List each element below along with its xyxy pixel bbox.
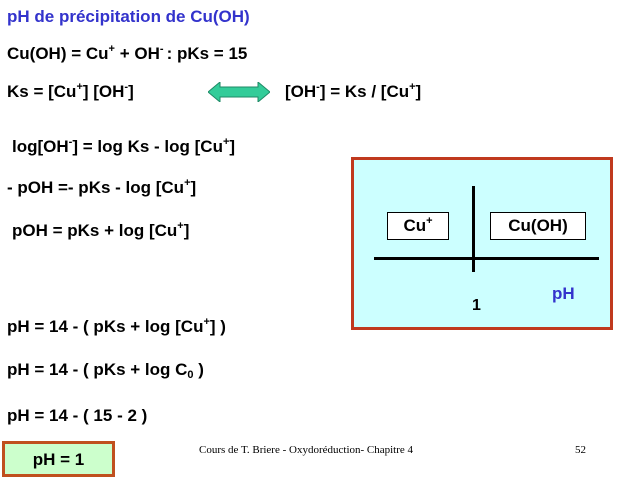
text: ] [OH — [82, 82, 125, 101]
slide-title: pH de précipitation de Cu(OH) — [7, 7, 250, 26]
ph-equation-2: pH = 14 - ( pKs + log C0 ) — [7, 360, 204, 381]
text: ] — [128, 82, 134, 101]
subscript: 0 — [187, 369, 194, 381]
text: log[OH — [12, 137, 69, 156]
ks-expression: Ks = [Cu+] [OH-] — [7, 82, 134, 102]
equilibrium-line: Cu(OH) = Cu+ + OH- : pKs = 15 — [7, 44, 247, 64]
text: Cu(OH) = Cu — [7, 44, 109, 63]
superscript: + — [108, 43, 115, 55]
ph-axis — [374, 257, 599, 260]
superscript: + — [203, 316, 210, 328]
log-equation: log[OH-] = log Ks - log [Cu+] — [12, 137, 235, 157]
text: ] — [229, 137, 236, 156]
text: ] — [415, 82, 422, 101]
page-number: 52 — [575, 444, 586, 456]
boundary-value: 1 — [472, 297, 481, 314]
superscript: + — [222, 136, 230, 148]
text: pOH = pKs + log [Cu — [12, 221, 178, 240]
result-box: pH = 1 — [2, 441, 115, 477]
predominance-diagram: Cu+ Cu(OH) 1 pH — [351, 157, 613, 330]
poh-equation: pOH = pKs + log [Cu+] — [12, 221, 189, 241]
superscript: + — [177, 220, 184, 232]
solid-species-box: Cu(OH) — [490, 212, 586, 240]
result-text: pH = 1 — [32, 450, 85, 469]
superscript: - — [316, 81, 320, 93]
oh-expression: [OH-] = Ks / [Cu+] — [285, 82, 421, 102]
text: Cu(OH) — [508, 216, 568, 235]
text: ] — [183, 221, 190, 240]
superscript: - — [124, 81, 129, 93]
footer-text: Cours de T. Briere - Oxydoréduction- Cha… — [199, 444, 414, 456]
ph-equation-1: pH = 14 - ( pKs + log [Cu+] ) — [7, 317, 226, 337]
text: ] — [190, 178, 197, 197]
text: Cu — [403, 216, 427, 235]
superscript: + — [184, 177, 191, 189]
text: [OH — [285, 82, 317, 101]
ion-species-box: Cu+ — [387, 212, 449, 240]
text: pH = 14 - ( pKs + log [Cu — [7, 317, 204, 336]
text: ] ) — [209, 317, 226, 336]
text: ) — [193, 360, 204, 379]
ph-equation-3: pH = 14 - ( 15 - 2 ) — [7, 406, 148, 425]
superscript: + — [426, 215, 433, 227]
neg-poh-equation: - pOH =- pKs - log [Cu+] — [7, 178, 196, 198]
text: - pOH =- pKs - log [Cu — [7, 178, 185, 197]
double-arrow-icon — [208, 82, 270, 102]
text: ] = Ks / [Cu — [319, 82, 410, 101]
text: + OH — [114, 44, 160, 63]
text: ] = log Ks - log [Cu — [72, 137, 223, 156]
boundary-line — [472, 186, 475, 272]
superscript: - — [159, 43, 167, 55]
axis-label: pH — [552, 284, 575, 303]
superscript: - — [68, 136, 73, 148]
text: Ks = [Cu — [7, 82, 77, 101]
text: : pKs = 15 — [166, 44, 248, 63]
text: pH = 14 - ( pKs + log C — [7, 360, 188, 379]
superscript: + — [76, 81, 83, 93]
superscript: + — [409, 81, 416, 93]
